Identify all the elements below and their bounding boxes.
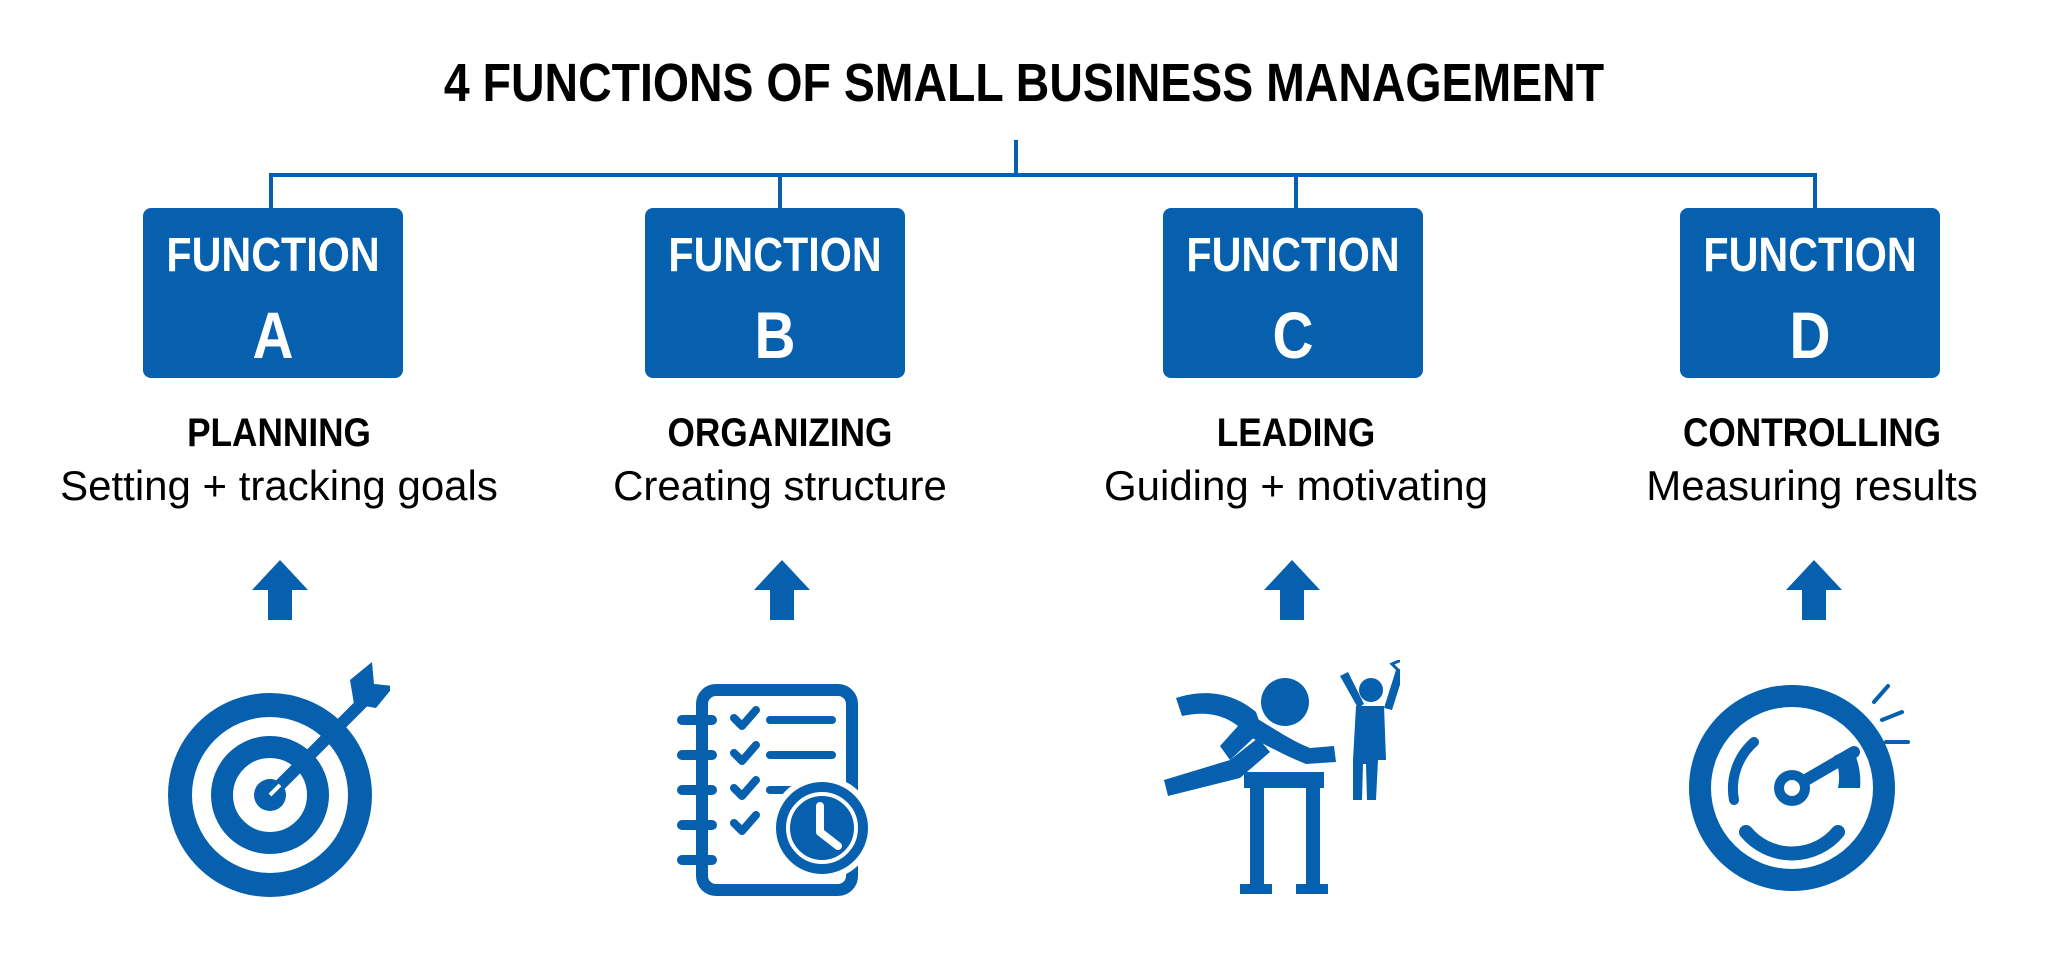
function-d-letter: D [1789,298,1831,372]
function-d-label: FUNCTION [1703,229,1917,282]
target-icon [168,662,390,897]
diagram-title: 4 FUNCTIONS OF SMALL BUSINESS MANAGEMENT [443,53,1605,113]
hurdle-coach-icon [1164,660,1400,894]
function-d-box: FUNCTION D [1680,208,1940,378]
function-c-name: LEADING [1216,411,1376,455]
function-c-label: FUNCTION [1186,229,1400,282]
function-b-label: FUNCTION [668,229,882,282]
arrow-up-icon [754,560,810,620]
function-d-description: Measuring results [1646,462,1978,509]
arrow-up-icon [1264,560,1320,620]
speedometer-icon [1689,684,1910,891]
function-b-name: ORGANIZING [667,411,893,455]
function-a-box: FUNCTION A [143,208,403,378]
arrow-up-icon [1786,560,1842,620]
function-d-name: CONTROLLING [1682,411,1942,455]
function-c-box: FUNCTION C [1163,208,1423,378]
function-a-name: PLANNING [187,411,371,455]
checklist-clock-icon [677,684,874,896]
function-a-description: Setting + tracking goals [60,462,498,509]
function-b-box: FUNCTION B [645,208,905,378]
function-a-label: FUNCTION [166,229,380,282]
function-c-description: Guiding + motivating [1103,462,1489,509]
function-b-letter: B [754,298,796,372]
function-a-letter: A [252,298,294,372]
arrow-up-icon [252,560,308,620]
function-b-description: Creating structure [613,462,947,509]
function-c-letter: C [1272,298,1314,372]
